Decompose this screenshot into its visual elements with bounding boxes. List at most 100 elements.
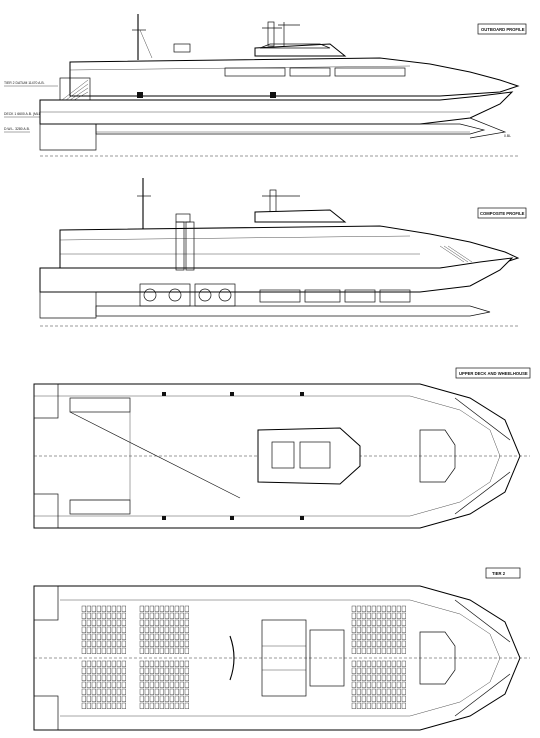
- seat: [184, 674, 189, 682]
- seat: [169, 612, 174, 620]
- seat: [371, 667, 376, 675]
- seat: [101, 681, 106, 689]
- seat: [371, 702, 376, 710]
- seat: [381, 647, 386, 655]
- seat: [351, 681, 356, 689]
- seat: [154, 640, 159, 648]
- seat: [164, 674, 169, 682]
- bow-structure-tier2: [419, 631, 456, 685]
- tier2-port-sponson: [33, 585, 59, 621]
- seat: [356, 612, 361, 620]
- seat: [149, 619, 154, 627]
- seat: [159, 702, 164, 710]
- seat: [116, 612, 121, 620]
- seat: [169, 667, 174, 675]
- seat: [356, 605, 361, 613]
- composite-profile-title: COMPOSITE PROFILE: [480, 211, 525, 216]
- seat: [169, 605, 174, 613]
- seat: [391, 667, 396, 675]
- seat: [86, 612, 91, 620]
- seat: [371, 647, 376, 655]
- seat: [96, 702, 101, 710]
- seat: [101, 695, 106, 703]
- seat: [121, 681, 126, 689]
- seat: [116, 619, 121, 627]
- seat: [376, 619, 381, 627]
- seat: [116, 626, 121, 634]
- seat: [174, 660, 179, 668]
- seat: [86, 640, 91, 648]
- seat: [361, 640, 366, 648]
- seat: [86, 647, 91, 655]
- seat: [144, 619, 149, 627]
- wheelhouse: [254, 43, 347, 57]
- seat: [396, 640, 401, 648]
- seat: [376, 647, 381, 655]
- seat: [391, 619, 396, 627]
- seat: [361, 702, 366, 710]
- seat: [139, 695, 144, 703]
- seat: [184, 702, 189, 710]
- seat: [361, 612, 366, 620]
- seat: [111, 688, 116, 696]
- seat: [96, 612, 101, 620]
- seat: [386, 660, 391, 668]
- seat: [149, 612, 154, 620]
- seat: [139, 688, 144, 696]
- seat: [174, 633, 179, 641]
- seat: [179, 633, 184, 641]
- seat: [149, 702, 154, 710]
- seat: [381, 619, 386, 627]
- seat: [86, 605, 91, 613]
- seat: [169, 619, 174, 627]
- tier2-datum-label: TIER 2 DATUM 11470 A.B.: [4, 81, 45, 85]
- seat: [361, 647, 366, 655]
- seat: [386, 626, 391, 634]
- seat: [111, 626, 116, 634]
- seat: [81, 695, 86, 703]
- seat: [391, 633, 396, 641]
- seat: [111, 660, 116, 668]
- seat: [106, 605, 111, 613]
- seat: [121, 674, 126, 682]
- seat: [116, 640, 121, 648]
- seat: [154, 681, 159, 689]
- seat: [401, 605, 406, 613]
- seat: [179, 605, 184, 613]
- seat: [154, 688, 159, 696]
- seat: [371, 626, 376, 634]
- seat: [86, 674, 91, 682]
- upper-deck-title: UPPER DECK AND WHEELHOUSE: [459, 371, 528, 376]
- seat: [351, 695, 356, 703]
- seat: [174, 681, 179, 689]
- seat: [376, 626, 381, 634]
- wheelhouse-plan: [257, 427, 361, 485]
- seat: [101, 702, 106, 710]
- seat: [361, 695, 366, 703]
- seat: [149, 688, 154, 696]
- deck-diagonal: [69, 411, 241, 499]
- seat: [179, 688, 184, 696]
- seat: [159, 633, 164, 641]
- seat: [159, 667, 164, 675]
- seat: [366, 660, 371, 668]
- seat: [174, 640, 179, 648]
- seat: [101, 605, 106, 613]
- seat: [101, 640, 106, 648]
- seat: [381, 674, 386, 682]
- seat: [106, 660, 111, 668]
- seat: [159, 660, 164, 668]
- seat: [154, 612, 159, 620]
- seat: [174, 674, 179, 682]
- seat: [106, 640, 111, 648]
- seat: [106, 612, 111, 620]
- seat: [154, 702, 159, 710]
- seat: [366, 695, 371, 703]
- seat: [86, 695, 91, 703]
- seat: [91, 667, 96, 675]
- seat: [121, 667, 126, 675]
- seat: [371, 640, 376, 648]
- seat: [351, 605, 356, 613]
- toilet-block: [261, 619, 307, 697]
- seat: [121, 612, 126, 620]
